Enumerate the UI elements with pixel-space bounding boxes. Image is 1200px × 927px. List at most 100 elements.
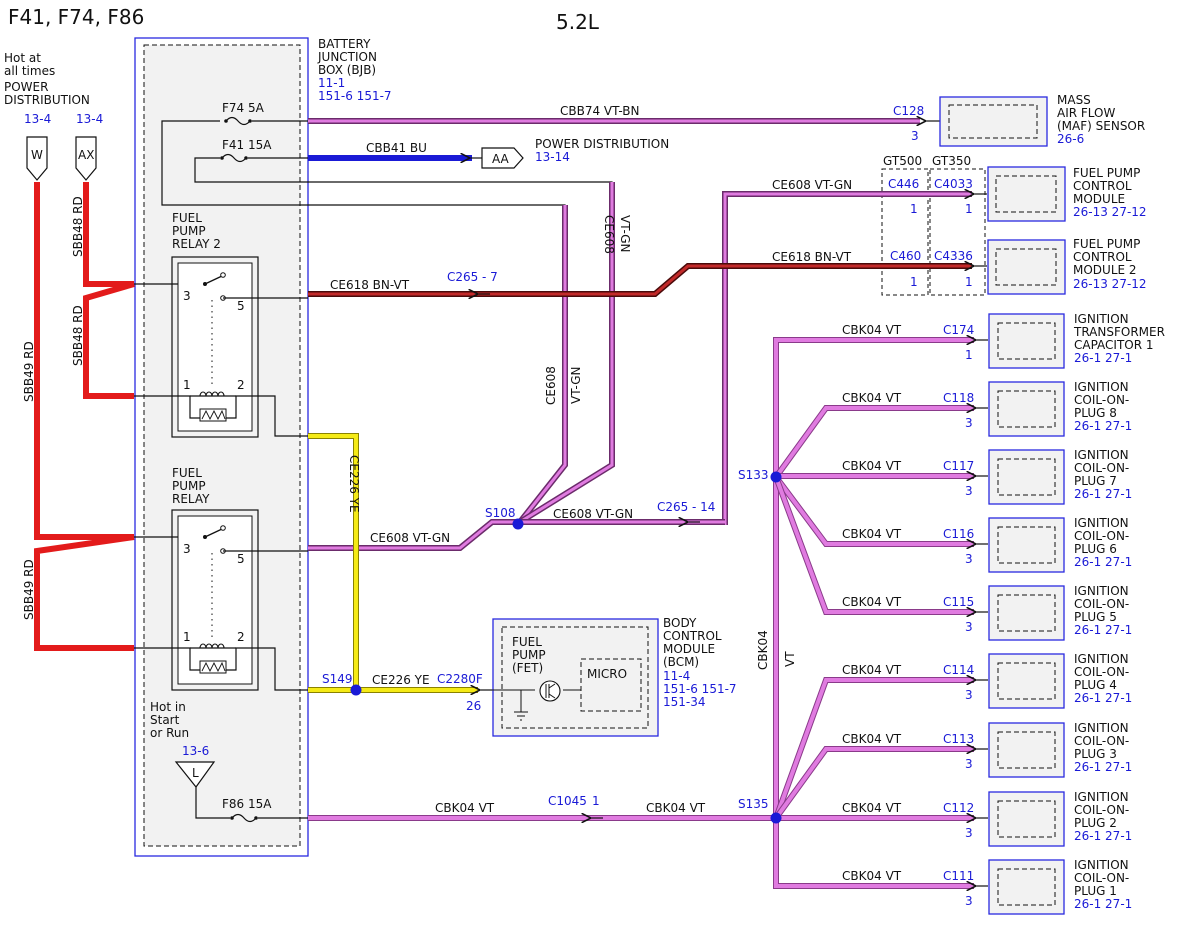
cbk04-branch [774, 475, 974, 546]
bcm-name-2: CONTROL [663, 629, 722, 643]
ignition-wire-label: CBK04 VT [842, 459, 902, 473]
ignition-device-name-3: PLUG 7 [1074, 474, 1117, 488]
c2280f-label: C2280F [437, 672, 483, 686]
ignition-device-inner [997, 868, 1056, 906]
ignition-wire-label: CBK04 VT [842, 663, 902, 677]
ignition-connector-label: C111 [943, 869, 974, 883]
s149-label: S149 [322, 672, 353, 686]
ignition-device-box [988, 381, 1065, 437]
wire-ce608 [308, 182, 972, 551]
aa-dest-ref: 13-14 [535, 150, 570, 164]
ignition-device-box [988, 722, 1065, 778]
ignition-device-name-2: COIL-ON- [1074, 461, 1129, 475]
ignition-device-box [988, 517, 1065, 573]
bcm-name-1: BODY [663, 616, 697, 630]
splice-s149 [350, 684, 362, 696]
hot-start-3: or Run [150, 726, 189, 740]
bjb-ref-2: 151-6 151-7 [318, 89, 392, 103]
ignition-device-name-2: COIL-ON- [1074, 734, 1129, 748]
ignition-connector-pin: 1 [965, 348, 973, 362]
bjb-labels: BATTERY JUNCTION BOX (BJB) 11-1 151-6 15… [317, 37, 392, 103]
cbk04-left-label: CBK04 VT [435, 801, 495, 815]
relay1-pin5: 5 [237, 552, 245, 566]
l-terminal: 13-6 L [174, 744, 216, 788]
fuses-title: F41, F74, F86 [8, 5, 144, 29]
ax-terminal: AX [75, 136, 97, 181]
s133-label: S133 [738, 468, 769, 482]
ignition-device-name-1: IGNITION [1074, 312, 1129, 326]
relay2-name-1: FUEL [172, 211, 202, 225]
ignition-device-inner [997, 800, 1056, 838]
ignition-device-ref: 26-1 27-1 [1074, 419, 1132, 433]
fpcm2-name-1: FUEL PUMP [1073, 237, 1140, 251]
c4033-pin: 1 [965, 202, 973, 216]
c460-pin: 1 [910, 275, 918, 289]
ignition-wire-label: CBK04 VT [842, 801, 902, 815]
ignition-device-ref: 26-1 27-1 [1074, 691, 1132, 705]
ce608-vert-2: CE608 [544, 366, 558, 405]
relay1-name-3: RELAY [172, 492, 210, 506]
ignition-device-name-2: TRANSFORMER [1073, 325, 1165, 339]
relay2-pin3: 3 [183, 289, 191, 303]
ignition-wire-label: CBK04 VT [842, 527, 902, 541]
relay1-name-2: PUMP [172, 479, 206, 493]
c265-14-pin: - 14 [692, 500, 715, 514]
bcm-ref-1: 11-4 [663, 669, 690, 683]
fpcm-name-3: MODULE [1073, 192, 1125, 206]
ignition-device-box [988, 653, 1065, 709]
ignition-device-name-3: CAPACITOR 1 [1074, 338, 1154, 352]
cbk04-branch [774, 476, 974, 614]
bcm-ref-2: 151-6 151-7 [663, 682, 737, 696]
c4336-pin: 1 [965, 275, 973, 289]
fuel-pump-relay-2: FUEL PUMP RELAY 2 3 5 1 2 [171, 211, 259, 438]
ignition-device-name-2: COIL-ON- [1074, 529, 1129, 543]
wire-cbk04-network [773, 337, 974, 889]
ignition-wire-label: CBK04 VT [842, 732, 902, 746]
c128-label: C128 [893, 104, 924, 118]
c460-label: C460 [890, 249, 921, 263]
ignition-device-ref: 26-1 27-1 [1074, 351, 1132, 365]
ignition-connector-label: C174 [943, 323, 974, 337]
relay2-pin2: 2 [237, 378, 245, 392]
wire-sbb49-coil [34, 534, 135, 651]
dist-label-1: POWER [4, 80, 48, 94]
fuel-pump-relay: FUEL PUMP RELAY 3 5 1 2 [171, 466, 259, 691]
relay1-name-1: FUEL [172, 466, 202, 480]
ignition-connector-pin: 3 [965, 552, 973, 566]
ignition-device-name-1: IGNITION [1074, 858, 1129, 872]
splice-s135 [770, 812, 782, 824]
bjb-name-1: BATTERY [318, 37, 371, 51]
ignition-connector-label: C113 [943, 732, 974, 746]
s108-label: S108 [485, 506, 516, 520]
ignition-device-inner [997, 662, 1056, 700]
cbk04-branch [774, 678, 974, 819]
ignition-device-name-3: PLUG 5 [1074, 610, 1117, 624]
fpcm-name-1: FUEL PUMP [1073, 166, 1140, 180]
ignition-connector-pin: 3 [965, 757, 973, 771]
hot-start-2: Start [150, 713, 180, 727]
ignition-wire-label: CBK04 VT [842, 595, 902, 609]
bcm-name-3: MODULE [663, 642, 715, 656]
ignition-device-name-1: IGNITION [1074, 721, 1129, 735]
ignition-device-name-3: PLUG 2 [1074, 816, 1117, 830]
ignition-wire-label: CBK04 VT [842, 869, 902, 883]
ignition-device-inner [997, 390, 1056, 428]
ignition-connector-pin: 3 [965, 620, 973, 634]
maf-name-2: AIR FLOW [1057, 106, 1116, 120]
ignition-device-name-1: IGNITION [1074, 380, 1129, 394]
fuse-f41: F41 15A [220, 138, 272, 163]
ignition-connector-label: C118 [943, 391, 974, 405]
wire-sbb48-ax [83, 182, 134, 287]
ignition-device-ref: 26-1 27-1 [1074, 623, 1132, 637]
maf-sensor [939, 96, 1048, 147]
wire-sbb48-coil [83, 281, 135, 399]
fpcm2-name-2: CONTROL [1073, 250, 1132, 264]
ignition-device-box [988, 449, 1065, 505]
w-terminal: W [26, 136, 48, 181]
ignition-device-name-1: IGNITION [1074, 790, 1129, 804]
ignition-device-name-2: COIL-ON- [1074, 871, 1129, 885]
ce608-left-label: CE608 VT-GN [370, 531, 450, 545]
sbb48-label-2: SBB48 RD [71, 305, 85, 366]
ignition-device-name-1: IGNITION [1074, 516, 1129, 530]
